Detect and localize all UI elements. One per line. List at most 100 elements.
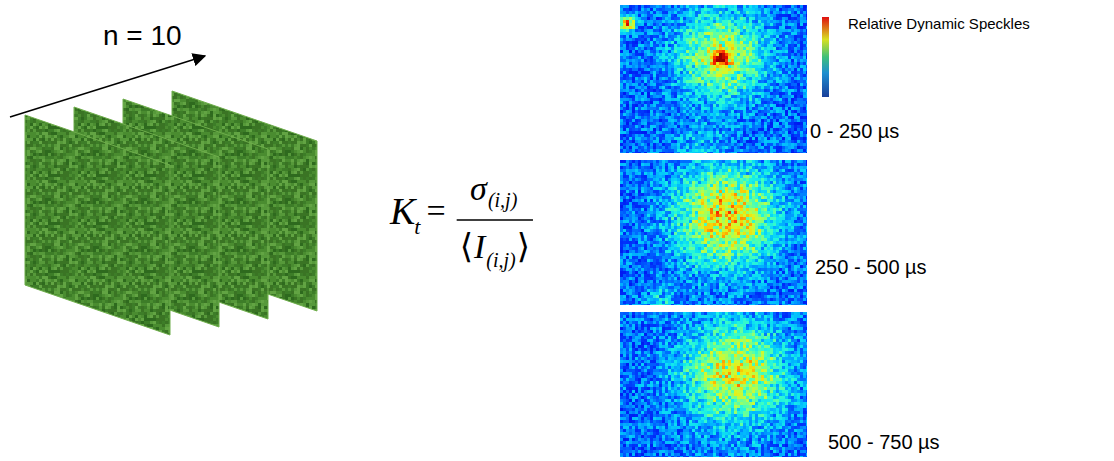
map-pixel — [746, 92, 749, 95]
map-pixel — [734, 50, 737, 53]
map-pixel — [794, 8, 797, 11]
map-pixel — [725, 20, 728, 23]
map-pixel — [659, 41, 662, 44]
map-pixel — [704, 8, 707, 11]
map-pixel — [746, 65, 749, 68]
map-pixel — [767, 11, 770, 14]
map-pixel — [776, 50, 779, 53]
map-pixel — [803, 23, 806, 26]
map-pixel — [686, 44, 689, 47]
map-pixel — [671, 35, 674, 38]
map-pixel — [803, 26, 806, 29]
map-pixel — [707, 80, 710, 83]
map-pixel — [794, 35, 797, 38]
map-pixel — [791, 74, 794, 77]
map-pixel — [662, 71, 665, 74]
map-pixel — [689, 5, 692, 8]
map-pixel — [626, 77, 629, 80]
map-pixel — [644, 89, 647, 92]
map-pixel — [641, 53, 644, 56]
map-pixel — [710, 71, 713, 74]
map-pixel — [725, 38, 728, 41]
map-pixel — [776, 86, 779, 89]
map-pixel — [698, 98, 701, 101]
map-pixel — [692, 11, 695, 14]
map-pixel — [620, 68, 623, 71]
map-pixel — [635, 17, 638, 20]
map-pixel — [743, 26, 746, 29]
map-pixel — [641, 23, 644, 26]
map-pixel — [641, 80, 644, 83]
map-pixel — [668, 89, 671, 92]
map-pixel — [713, 8, 716, 11]
map-pixel — [674, 20, 677, 23]
map-pixel — [743, 53, 746, 56]
map-pixel — [680, 38, 683, 41]
map-pixel — [785, 62, 788, 65]
map-pixel — [680, 14, 683, 17]
map-pixel — [620, 50, 623, 53]
map-pixel — [782, 50, 785, 53]
map-pixel — [656, 53, 659, 56]
map-pixel — [716, 68, 719, 71]
map-pixel — [626, 53, 629, 56]
map-pixel — [713, 11, 716, 14]
map-pixel — [776, 8, 779, 11]
map-pixel — [713, 98, 716, 101]
map-pixel — [671, 74, 674, 77]
map-pixel — [632, 50, 635, 53]
map-pixel — [797, 32, 800, 35]
map-pixel — [701, 86, 704, 89]
map-pixel — [776, 5, 779, 8]
map-pixel — [776, 26, 779, 29]
map-pixel — [626, 23, 629, 26]
map-pixel — [803, 8, 806, 11]
map-pixel — [803, 83, 806, 86]
map-pixel — [704, 53, 707, 56]
map-pixel — [692, 92, 695, 95]
map-pixel — [773, 80, 776, 83]
map-pixel — [788, 32, 791, 35]
map-pixel — [665, 14, 668, 17]
map-pixel — [662, 56, 665, 59]
map-pixel — [656, 77, 659, 80]
map-pixel — [707, 44, 710, 47]
map-pixel — [665, 5, 668, 8]
map-pixel — [767, 77, 770, 80]
map-pixel — [710, 98, 713, 101]
map-pixel — [653, 32, 656, 35]
map-pixel — [803, 53, 806, 56]
map-pixel — [737, 8, 740, 11]
map-pixel — [626, 38, 629, 41]
map-pixel — [653, 56, 656, 59]
map-pixel — [767, 92, 770, 95]
speckle-frame-stack — [25, 91, 317, 335]
map-pixel — [710, 80, 713, 83]
map-pixel — [731, 29, 734, 32]
map-pixel — [737, 20, 740, 23]
map-pixel — [707, 47, 710, 50]
map-pixel — [797, 89, 800, 92]
map-pixel — [689, 8, 692, 11]
map-pixel — [680, 77, 683, 80]
map-pixel — [767, 29, 770, 32]
map-pixel — [779, 35, 782, 38]
map-pixel — [749, 89, 752, 92]
map-pixel — [623, 56, 626, 59]
map-pixel — [650, 41, 653, 44]
map-pixel — [773, 35, 776, 38]
map-pixel — [632, 29, 635, 32]
map-pixel — [779, 77, 782, 80]
map-pixel — [731, 17, 734, 20]
map-pixel — [677, 92, 680, 95]
map-pixel — [740, 80, 743, 83]
map-pixel — [806, 74, 807, 77]
map-pixel — [659, 47, 662, 50]
map-pixel — [644, 53, 647, 56]
map-pixel — [698, 26, 701, 29]
map-pixel — [641, 35, 644, 38]
map-pixel — [668, 32, 671, 35]
map-pixel — [806, 68, 807, 71]
map-pixel — [758, 8, 761, 11]
map-pixel — [680, 62, 683, 65]
